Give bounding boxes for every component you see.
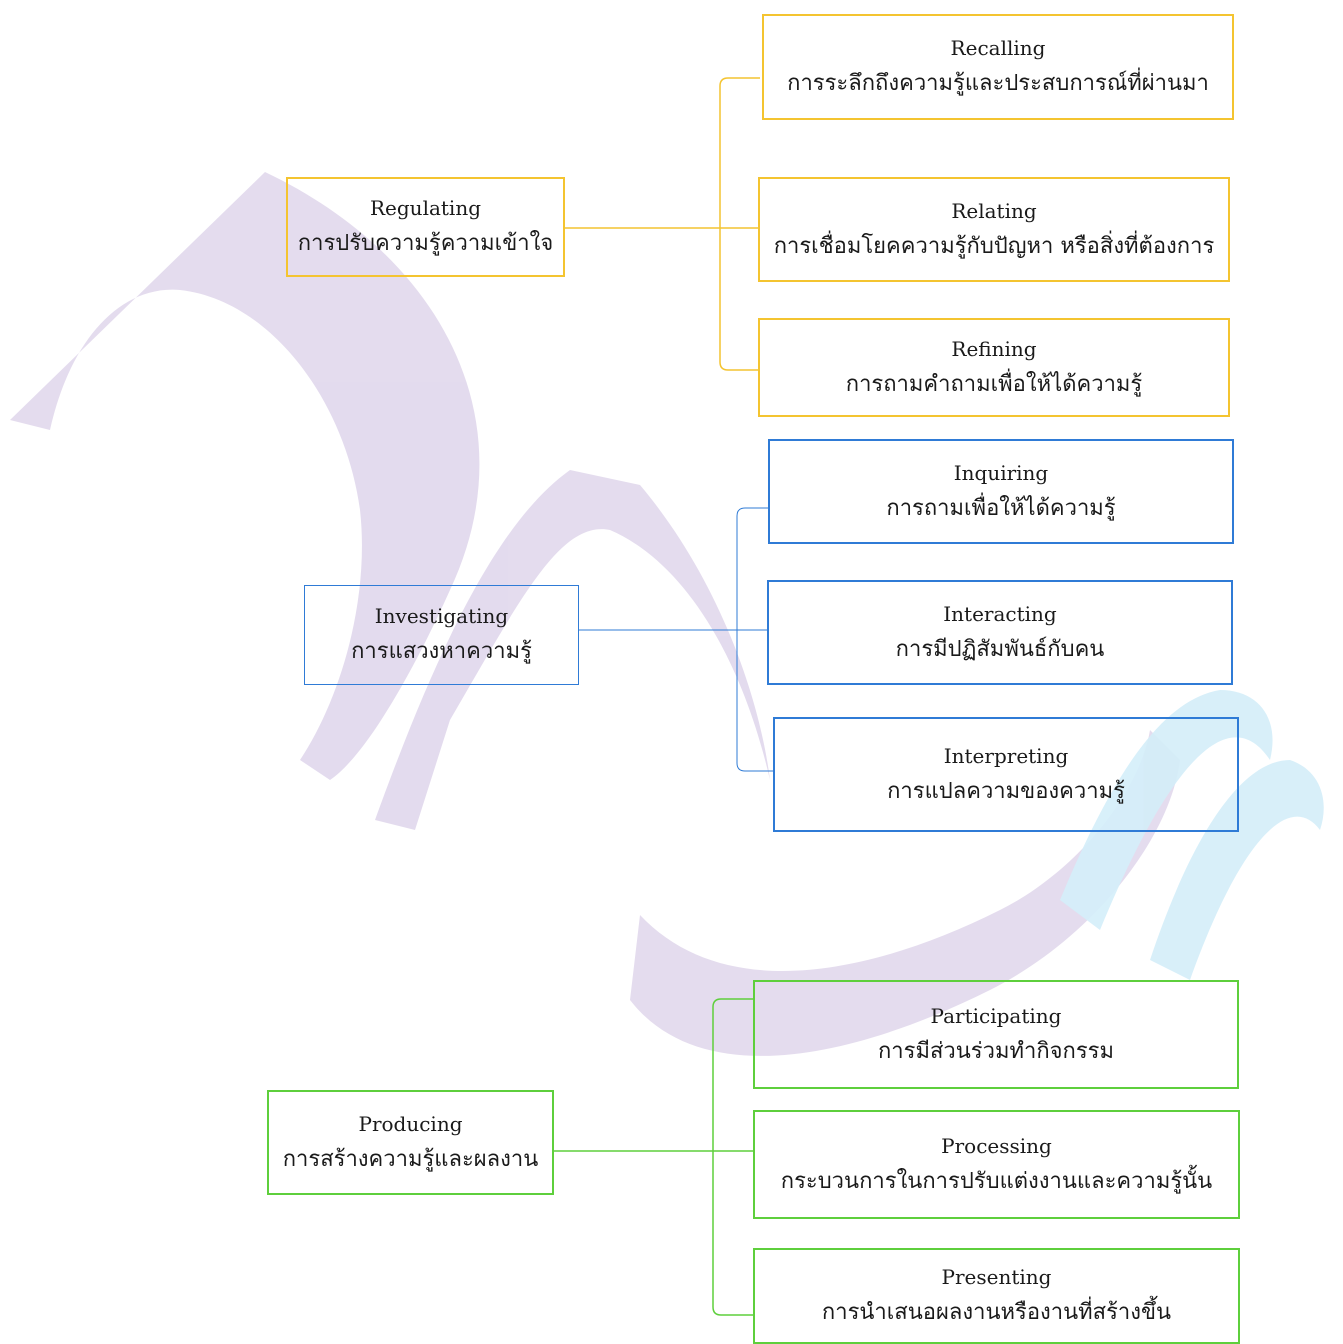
node-description: การแปลความของความรู้ — [887, 778, 1125, 804]
node-inquiring: Inquiring การถามเพื่อให้ได้ความรู้ — [768, 439, 1234, 544]
connector-investigating — [578, 507, 773, 772]
watermark-letter-u — [630, 730, 1180, 1056]
watermark-stroke-1 — [1060, 690, 1273, 930]
node-recalling: Recalling การระลึกถึงความรู้และประสบการณ… — [762, 14, 1234, 120]
node-description: การถามคำถามเพื่อให้ได้ความรู้ — [845, 371, 1143, 397]
node-title: Interpreting — [943, 743, 1069, 768]
node-participating: Participating การมีส่วนร่วมทำกิจกรรม — [753, 980, 1239, 1089]
node-description: การเชื่อมโยคความรู้กับปัญหา หรือสิ่งที่ต… — [773, 233, 1215, 259]
node-title: Inquiring — [953, 460, 1049, 485]
node-description: การสร้างความรู้และผลงาน — [282, 1146, 539, 1172]
node-title: Participating — [930, 1003, 1062, 1028]
node-relating: Relating การเชื่อมโยคความรู้กับปัญหา หรื… — [758, 177, 1230, 282]
node-refining: Refining การถามคำถามเพื่อให้ได้ความรู้ — [758, 318, 1230, 417]
watermark-letter-p — [375, 470, 770, 830]
node-description: การปรับความรู้ความเข้าใจ — [297, 231, 554, 257]
node-description: การถามเพื่อให้ได้ความรู้ — [886, 495, 1116, 521]
node-regulating: Regulating การปรับความรู้ความเข้าใจ — [286, 177, 565, 277]
watermark-letter-d — [10, 172, 480, 780]
node-interpreting: Interpreting การแปลความของความรู้ — [773, 717, 1239, 832]
node-interacting: Interacting การมีปฏิสัมพันธ์กับคน — [767, 580, 1233, 685]
node-title: Refining — [951, 336, 1037, 361]
node-description: การแสวงหาความรู้ — [351, 639, 532, 665]
node-title: Interacting — [943, 601, 1057, 626]
watermark-stroke-2 — [1150, 760, 1324, 980]
node-description: การมีส่วนร่วมทำกิจกรรม — [877, 1038, 1114, 1064]
node-processing: Processing กระบวนการในการปรับแต่งงานและค… — [753, 1110, 1240, 1219]
node-title: Processing — [941, 1133, 1052, 1158]
node-producing: Producing การสร้างความรู้และผลงาน — [267, 1090, 554, 1195]
node-description: การมีปฏิสัมพันธ์กับคน — [895, 636, 1105, 662]
node-title: Producing — [358, 1111, 463, 1136]
node-investigating: Investigating การแสวงหาความรู้ — [304, 585, 579, 685]
node-description: การระลึกถึงความรู้และประสบการณ์ที่ผ่านมา — [787, 71, 1209, 97]
node-title: Regulating — [369, 196, 481, 221]
connector-regulating — [565, 77, 760, 371]
node-description: การนำเสนอผลงานหรืองานที่สร้างขึ้น — [821, 1300, 1172, 1326]
node-description: กระบวนการในการปรับแต่งงานและความรู้นั้น — [780, 1168, 1213, 1194]
node-title: Relating — [951, 198, 1037, 223]
node-presenting: Presenting การนำเสนอผลงานหรืองานที่สร้าง… — [753, 1248, 1240, 1344]
node-title: Investigating — [374, 604, 509, 629]
connector-producing — [554, 998, 753, 1316]
node-title: Recalling — [950, 36, 1046, 61]
node-title: Presenting — [941, 1265, 1052, 1290]
